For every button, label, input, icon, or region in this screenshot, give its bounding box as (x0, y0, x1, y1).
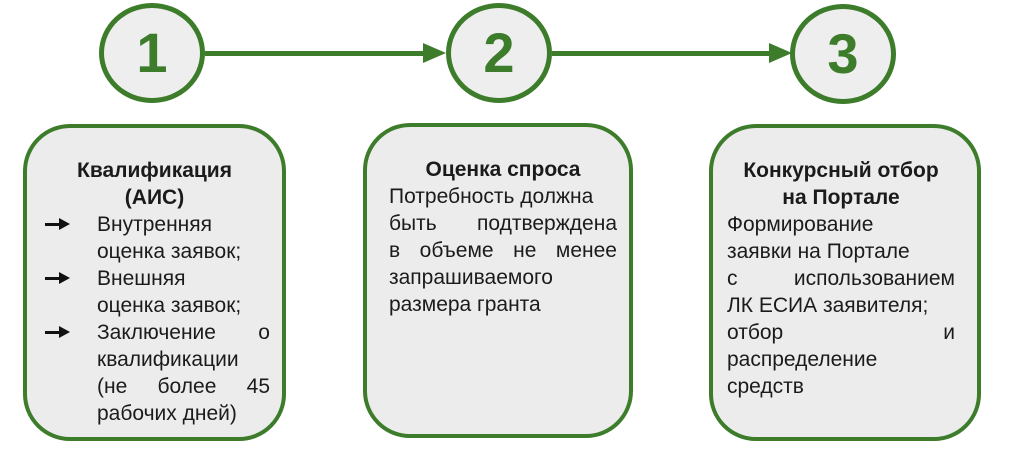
title-line: на Портале (782, 186, 900, 209)
text-line: запрашиваемого (389, 266, 553, 289)
bullet-text: Внешняя оценка заявок; (97, 265, 270, 319)
title-line: Конкурсный отбор (743, 159, 939, 182)
text-line: оценка заявок; (97, 294, 242, 317)
step-number-2: 2 (483, 21, 515, 84)
text-line: (не более 45 (97, 375, 270, 398)
flow-arrow-1-head-icon (423, 43, 446, 63)
text-line: ЛК ЕСИА заявителя; (727, 294, 929, 317)
flow-arrow-1-line (205, 51, 423, 56)
text-line: квалификации (97, 348, 239, 371)
step-card-2: Оценка спроса Потребность должна быть по… (363, 123, 633, 438)
text-line: заявки на Портале (727, 240, 910, 263)
text-line: с использованием (727, 267, 955, 290)
text-line: распределение (727, 348, 878, 371)
text-line: быть подтверждена (389, 212, 617, 235)
card-2-title: Оценка спроса (389, 156, 617, 183)
arrow-bullet-icon (45, 326, 70, 339)
step-circle-2: 2 (446, 3, 552, 103)
step-number-3: 3 (827, 22, 859, 85)
card-1-title: Квалификация (АИС) (27, 157, 282, 211)
text-line: в объеме не менее (389, 239, 617, 262)
text-line: отбор и (727, 321, 955, 344)
card-1-bullet-list: Внутренняя оценка заявок; Внешняя оценка… (27, 211, 282, 427)
step-card-1: Квалификация (АИС) Внутренняя оценка зая… (23, 124, 286, 441)
flow-arrow-2-head-icon (769, 43, 792, 63)
text-line: Формирование (727, 213, 874, 236)
list-item: Заключение о квалификации (не более 45 р… (27, 319, 282, 427)
title-line: Оценка спроса (425, 158, 581, 181)
list-item: Внешняя оценка заявок; (27, 265, 282, 319)
text-line: рабочих дней) (97, 402, 237, 425)
bullet-text: Заключение о квалификации (не более 45 р… (97, 319, 270, 427)
text-line: размера гранта (389, 293, 541, 316)
card-2-body: Потребность должна быть подтверждена в о… (389, 183, 617, 318)
step-circle-3: 3 (790, 4, 896, 104)
step-number-1: 1 (136, 21, 168, 84)
arrow-bullet-icon (45, 272, 70, 285)
flow-arrow-2-line (552, 51, 769, 56)
card-3-title: Конкурсный отбор на Портале (727, 157, 955, 211)
arrow-bullet-icon (45, 218, 70, 231)
text-line: оценка заявок; (97, 240, 242, 263)
title-line: Квалификация (77, 159, 232, 182)
card-3-body: Формирование заявки на Портале с использ… (727, 211, 955, 400)
bullet-text: Внутренняя оценка заявок; (97, 211, 270, 265)
title-line: (АИС) (124, 186, 185, 209)
list-item: Внутренняя оценка заявок; (27, 211, 282, 265)
text-line: Потребность должна (389, 185, 594, 208)
text-line: средств (727, 375, 804, 398)
text-line: Внутренняя (97, 213, 213, 236)
step-card-3: Конкурсный отбор на Портале Формирование… (709, 124, 981, 441)
step-circle-1: 1 (99, 3, 205, 103)
text-line: Заключение о (97, 321, 270, 344)
text-line: Внешняя (97, 267, 186, 290)
